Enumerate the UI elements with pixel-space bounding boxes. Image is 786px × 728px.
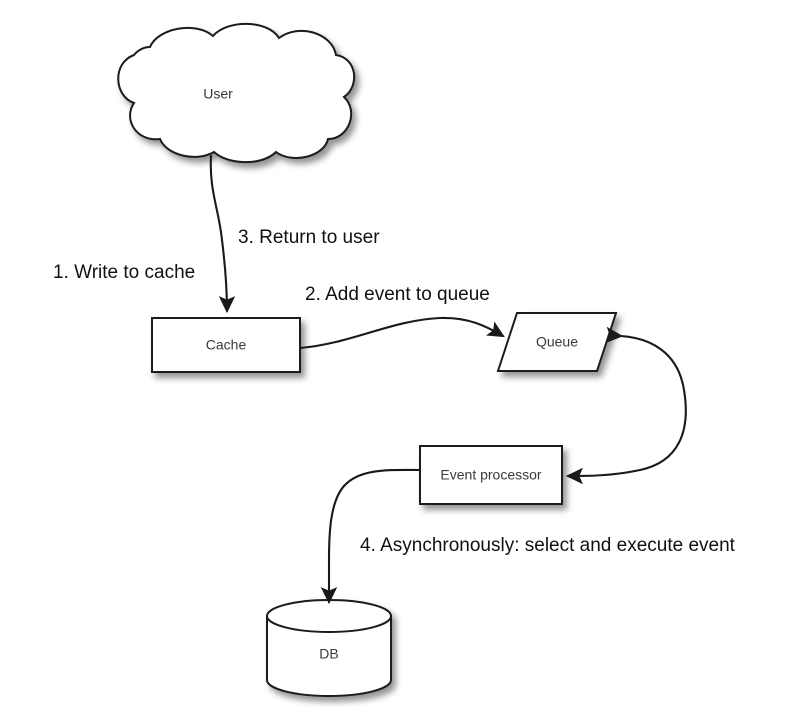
node-event-processor[interactable]: Event processor <box>419 445 563 505</box>
node-user-label: User <box>203 86 233 102</box>
node-db[interactable]: DB <box>266 599 392 697</box>
node-queue[interactable]: Queue <box>496 312 618 372</box>
step-label-1: 1. Write to cache <box>53 262 195 283</box>
node-event-processor-label: Event processor <box>440 467 541 483</box>
step-label-4: 4. Asynchronously: select and execute ev… <box>360 535 736 556</box>
node-db-label: DB <box>319 646 338 662</box>
step-label-3: 3. Return to user <box>238 227 380 248</box>
node-cache[interactable]: Cache <box>151 317 301 373</box>
node-user[interactable]: User <box>117 22 356 164</box>
edge-queue-to-event-processor <box>565 326 687 485</box>
edge-event-processor-to-db <box>320 468 422 605</box>
cache-shape <box>151 317 301 373</box>
node-queue-label: Queue <box>536 334 578 350</box>
db-body-shape <box>266 615 392 697</box>
cloud-shape <box>117 22 356 164</box>
event-processor-shape <box>419 445 563 505</box>
node-cache-label: Cache <box>206 337 247 353</box>
db-top-ellipse <box>266 599 392 633</box>
edge-user-to-cache <box>209 154 236 314</box>
edge-cache-to-queue <box>298 316 505 350</box>
step-label-2: 2. Add event to queue <box>305 284 490 305</box>
